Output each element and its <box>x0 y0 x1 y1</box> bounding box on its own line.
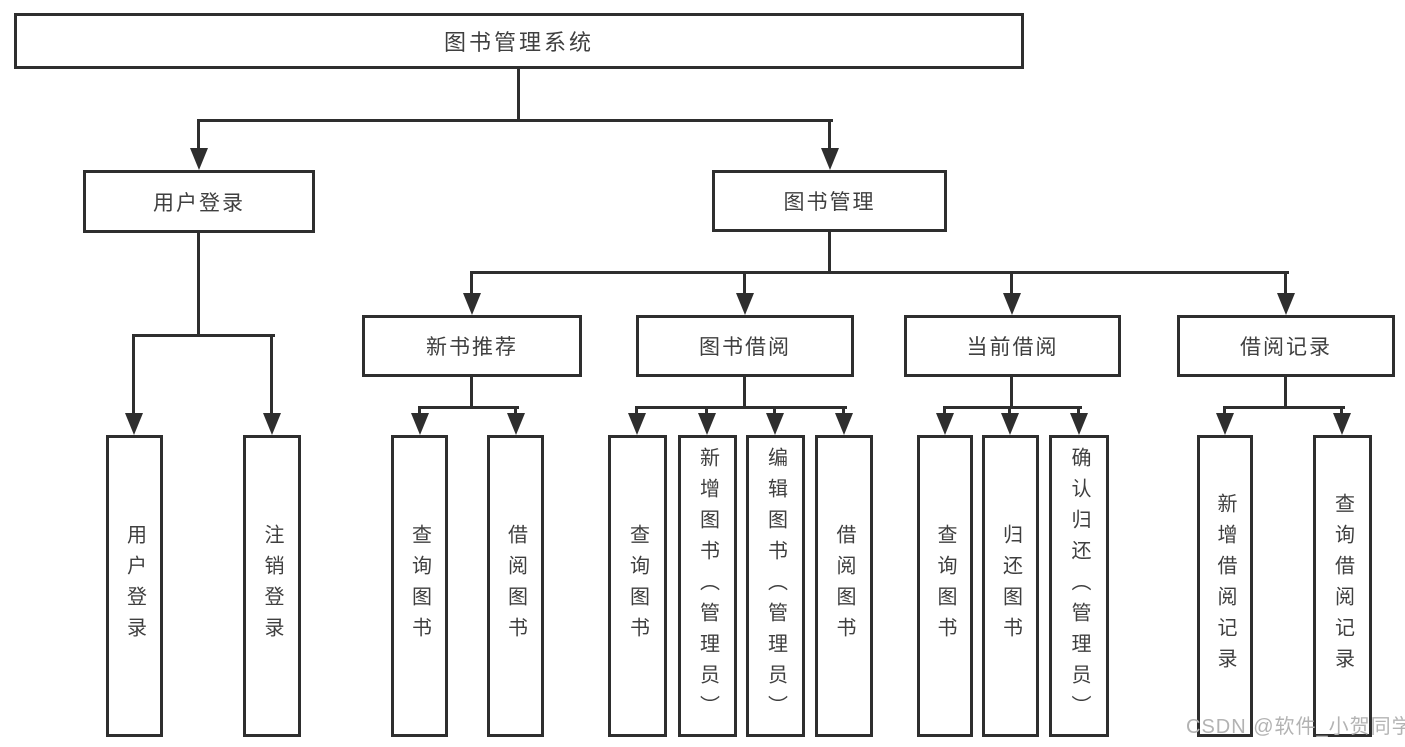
connector-to-cb-query <box>943 406 946 418</box>
arrow-down-icon <box>507 413 525 435</box>
connector-to-bb-add <box>705 406 708 418</box>
leaf-current-query-label: 查询图书 <box>934 524 956 648</box>
arrow-down-icon <box>1333 413 1351 435</box>
leaf-newbooks-query-label: 查询图书 <box>408 524 431 648</box>
connector-to-br-query <box>1340 406 1343 418</box>
connector-to-cb-return <box>1008 406 1011 418</box>
leaf-current-confirm-admin-label: 确认归还（管理员） <box>1068 446 1090 726</box>
connector-records-branch <box>1223 406 1345 409</box>
connector-to-bb-query <box>635 406 638 418</box>
arrow-down-icon <box>1216 413 1234 435</box>
connector-newbooks-stem <box>470 377 473 409</box>
node-library-system: 图书管理系统 <box>14 13 1024 69</box>
leaf-newbooks-borrow: 借阅图书 <box>487 435 544 737</box>
connector-to-logout-leaf <box>270 334 273 415</box>
connector-to-login-leaf <box>132 334 135 415</box>
connector-newbooks-branch <box>418 406 519 409</box>
connector-to-book-borrow <box>743 271 746 297</box>
connector-bookborrow-branch <box>635 406 847 409</box>
connector-to-nb-borrow <box>514 406 517 418</box>
connector-bookborrow-stem <box>743 377 746 409</box>
connector-to-bb-edit <box>773 406 776 418</box>
node-library-system-label: 图书管理系统 <box>443 30 594 55</box>
arrow-down-icon <box>463 293 481 315</box>
leaf-current-query: 查询图书 <box>917 435 973 737</box>
node-user-login: 用户登录 <box>83 170 315 233</box>
connector-currentborrow-branch <box>943 406 1082 409</box>
arrow-down-icon <box>1070 413 1088 435</box>
node-current-borrow: 当前借阅 <box>904 315 1121 377</box>
arrow-down-icon <box>190 148 208 170</box>
node-borrow-records: 借阅记录 <box>1177 315 1395 377</box>
node-book-mgmt-label: 图书管理 <box>783 191 876 214</box>
leaf-borrow-edit-admin: 编辑图书（管理员） <box>746 435 805 737</box>
arrow-down-icon <box>766 413 784 435</box>
leaf-newbooks-query: 查询图书 <box>391 435 448 737</box>
connector-currentborrow-stem <box>1010 377 1013 409</box>
leaf-records-query-label: 查询借阅记录 <box>1331 493 1354 679</box>
connector-login-stem <box>197 233 200 337</box>
arrow-down-icon <box>1001 413 1019 435</box>
arrow-down-icon <box>628 413 646 435</box>
leaf-current-confirm-admin: 确认归还（管理员） <box>1049 435 1109 737</box>
node-current-borrow-label: 当前借阅 <box>966 336 1059 359</box>
connector-mgmt-branch <box>470 271 1289 274</box>
leaf-records-add: 新增借阅记录 <box>1197 435 1253 737</box>
arrow-down-icon <box>736 293 754 315</box>
node-user-login-label: 用户登录 <box>153 191 245 215</box>
arrow-down-icon <box>1003 293 1021 315</box>
connector-to-borrow-records <box>1284 271 1287 297</box>
leaf-borrow-edit-admin-label: 编辑图书（管理员） <box>764 446 787 726</box>
leaf-borrow-borrow: 借阅图书 <box>815 435 873 737</box>
connector-root-stem <box>517 69 520 121</box>
connector-records-stem <box>1284 377 1287 409</box>
connector-to-user-login <box>197 119 200 152</box>
node-new-books: 新书推荐 <box>362 315 582 377</box>
leaf-borrow-add-admin-label: 新增图书（管理员） <box>696 446 719 726</box>
arrow-down-icon <box>821 148 839 170</box>
leaf-logout-label: 注销登录 <box>261 524 283 648</box>
leaf-records-query: 查询借阅记录 <box>1313 435 1372 737</box>
arrow-down-icon <box>125 413 143 435</box>
connector-to-bb-borrow <box>842 406 845 418</box>
arrow-down-icon <box>936 413 954 435</box>
node-book-borrow-label: 图书借阅 <box>699 336 791 359</box>
arrow-down-icon <box>263 413 281 435</box>
arrow-down-icon <box>411 413 429 435</box>
node-book-mgmt: 图书管理 <box>712 170 947 232</box>
connector-to-book-mgmt <box>828 119 831 152</box>
leaf-logout: 注销登录 <box>243 435 301 737</box>
arrow-down-icon <box>1277 293 1295 315</box>
leaf-current-return: 归还图书 <box>982 435 1039 737</box>
leaf-borrow-query: 查询图书 <box>608 435 667 737</box>
connector-to-br-add <box>1223 406 1226 418</box>
arrow-down-icon <box>835 413 853 435</box>
csdn-watermark: CSDN @软件_小贺同学 <box>1186 716 1405 738</box>
leaf-current-return-label: 归还图书 <box>999 524 1022 648</box>
leaf-borrow-add-admin: 新增图书（管理员） <box>678 435 737 737</box>
connector-to-cb-confirm <box>1077 406 1080 418</box>
leaf-user-login-label: 用户登录 <box>123 524 146 648</box>
connector-root-branch <box>197 119 833 122</box>
leaf-borrow-query-label: 查询图书 <box>626 524 649 648</box>
leaf-borrow-borrow-label: 借阅图书 <box>833 524 855 648</box>
connector-mgmt-stem <box>828 232 831 274</box>
connector-to-current-borrow <box>1010 271 1013 297</box>
connector-to-new-books <box>470 271 473 297</box>
node-new-books-label: 新书推荐 <box>426 336 518 359</box>
arrow-down-icon <box>698 413 716 435</box>
connector-login-branch <box>132 334 275 337</box>
leaf-user-login: 用户登录 <box>106 435 163 737</box>
leaf-newbooks-borrow-label: 借阅图书 <box>504 524 527 648</box>
connector-to-nb-query <box>418 406 421 418</box>
leaf-records-add-label: 新增借阅记录 <box>1214 493 1236 679</box>
node-borrow-records-label: 借阅记录 <box>1240 336 1332 359</box>
node-book-borrow: 图书借阅 <box>636 315 854 377</box>
